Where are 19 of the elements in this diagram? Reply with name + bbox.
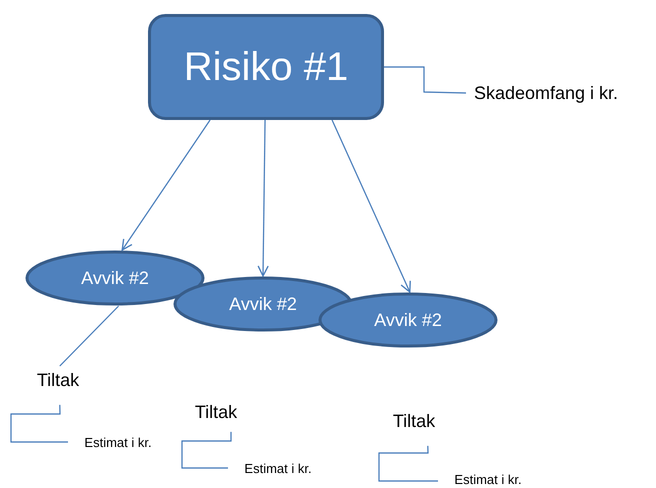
box-label: Risiko #1	[184, 47, 348, 87]
text-label: Tiltak	[36, 371, 80, 389]
ellipse-label: Avvik #2	[229, 295, 297, 313]
text-label: Estimat i kr.	[84, 436, 152, 448]
leader-line	[378, 446, 438, 482]
arrow	[257, 120, 269, 277]
text-label: Estimat i kr.	[244, 462, 312, 474]
leader-line	[59, 306, 120, 366]
leader-line	[181, 432, 232, 469]
ellipse-label: Avvik #2	[81, 269, 149, 287]
leader-line	[10, 404, 68, 443]
text-label: Skadeomfang i kr.	[474, 84, 618, 102]
leader-line	[384, 66, 466, 94]
text-label: Tiltak	[392, 412, 436, 430]
ellipse-label: Avvik #2	[374, 311, 442, 329]
text-label: Estimat i kr.	[454, 472, 522, 486]
arrow	[122, 120, 211, 251]
arrow	[332, 120, 411, 293]
text-label: Tiltak	[194, 403, 238, 421]
